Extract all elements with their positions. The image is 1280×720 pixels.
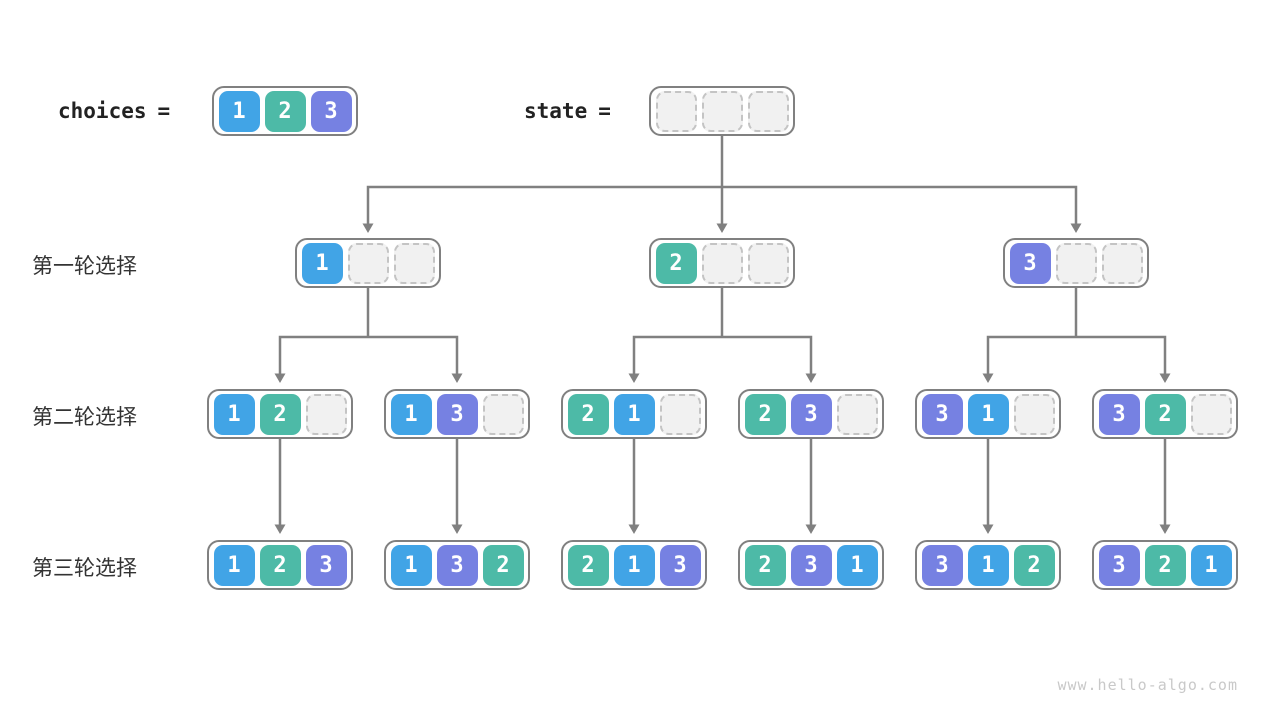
value-cell-1: 1 [1190,544,1232,586]
value-cell-1: 1 [613,544,655,586]
value-cell-2: 2 [1144,544,1186,586]
value-cell-1: 1 [218,90,260,132]
equals-sign: = [157,99,171,123]
empty-slot [1055,242,1097,284]
value-cell-2: 2 [1013,544,1055,586]
arrowhead [274,524,286,534]
equals-sign: = [598,99,611,123]
empty-slot [655,90,697,132]
arrowhead [1159,524,1171,534]
empty-slot [347,242,389,284]
value-cell-2: 2 [259,393,301,435]
empty-slot [1101,242,1143,284]
state-node-round1-1: 2 [649,238,795,288]
state-node-round1-2: 3 [1003,238,1149,288]
arrowhead [982,373,994,383]
choices-expression: choices = [58,86,170,136]
empty-slot [1013,393,1055,435]
empty-slot [836,393,878,435]
empty-slot [482,393,524,435]
value-cell-3: 3 [790,393,832,435]
arrowhead [805,373,817,383]
round-2-label: 第二轮选择 [32,405,137,429]
value-cell-3: 3 [659,544,701,586]
empty-slot [747,90,789,132]
round-1-label: 第一轮选择 [32,254,137,278]
value-cell-3: 3 [1098,393,1140,435]
value-cell-2: 2 [482,544,524,586]
arrowhead [628,524,640,534]
state-array [649,86,795,136]
value-cell-1: 1 [390,544,432,586]
value-cell-1: 1 [390,393,432,435]
state-label: state [524,99,588,123]
value-cell-3: 3 [921,393,963,435]
arrowhead [274,373,286,383]
value-cell-2: 2 [744,393,786,435]
connector-line [986,335,1167,375]
arrowhead [628,373,640,383]
round-3-label: 第三轮选择 [32,556,137,580]
value-cell-2: 2 [655,242,697,284]
empty-slot [701,242,743,284]
value-cell-3: 3 [310,90,352,132]
empty-slot [1190,393,1232,435]
arrowhead [716,223,728,233]
connector-line [278,335,459,375]
value-cell-3: 3 [436,544,478,586]
choices-label: choices [58,99,147,123]
value-cell-2: 2 [259,544,301,586]
value-cell-3: 3 [436,393,478,435]
value-cell-2: 2 [264,90,306,132]
value-cell-2: 2 [567,393,609,435]
arrowhead [451,373,463,383]
value-cell-3: 3 [790,544,832,586]
empty-slot [659,393,701,435]
empty-slot [747,242,789,284]
value-cell-2: 2 [567,544,609,586]
value-cell-3: 3 [305,544,347,586]
empty-slot [393,242,435,284]
value-cell-1: 1 [967,544,1009,586]
value-cell-1: 1 [213,544,255,586]
value-cell-3: 3 [1098,544,1140,586]
arrowhead [1070,223,1082,233]
empty-slot [701,90,743,132]
arrowhead [362,223,374,233]
empty-slot [305,393,347,435]
arrowhead [451,524,463,534]
value-cell-2: 2 [1144,393,1186,435]
state-expression: state = [524,86,611,136]
state-node-round1-0: 1 [295,238,441,288]
arrowhead [982,524,994,534]
value-cell-1: 1 [213,393,255,435]
value-cell-3: 3 [921,544,963,586]
value-cell-1: 1 [301,242,343,284]
arrowhead [1159,373,1171,383]
value-cell-1: 1 [613,393,655,435]
value-cell-1: 1 [967,393,1009,435]
value-cell-3: 3 [1009,242,1051,284]
arrowhead [805,524,817,534]
value-cell-1: 1 [836,544,878,586]
watermark: www.hello-algo.com [1057,676,1238,694]
connector-line [632,335,813,375]
value-cell-2: 2 [744,544,786,586]
